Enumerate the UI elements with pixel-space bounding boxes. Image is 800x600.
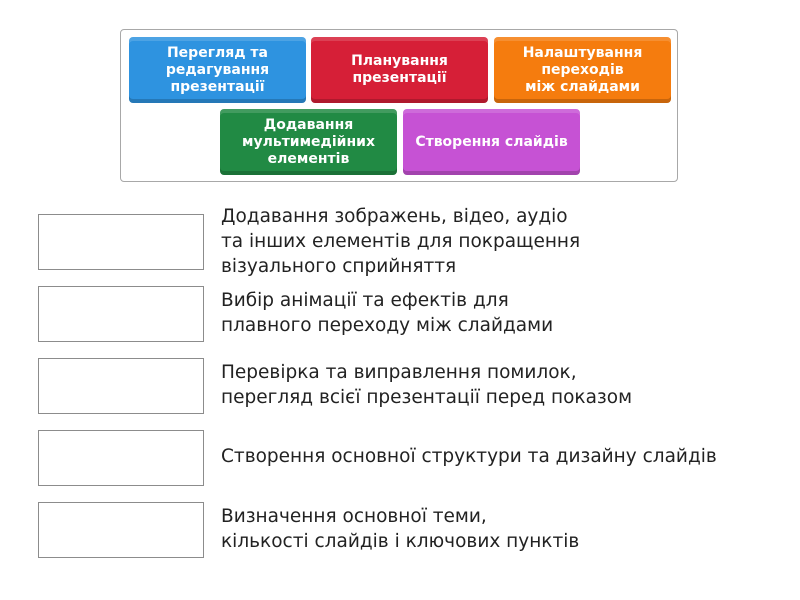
answer-bank	[120, 29, 678, 182]
drop-zone-1[interactable]	[38, 214, 204, 270]
tile-transitions[interactable]: Налаштування переходів між слайдами	[494, 37, 671, 103]
tile-multimedia[interactable]: Додавання мультимедійних елементів	[220, 109, 397, 175]
description-3: Перевірка та виправлення помилок, перегл…	[221, 362, 633, 408]
tile-review-edit[interactable]: Перегляд та редагування презентації	[129, 37, 306, 103]
description-5: Визначення основної теми, кількості слай…	[221, 506, 580, 552]
drop-zone-5[interactable]	[38, 502, 204, 558]
description-2: Вибір анімації та ефектів для плавного п…	[221, 290, 554, 336]
drop-zone-4[interactable]	[38, 430, 204, 486]
drop-zone-3[interactable]	[38, 358, 204, 414]
description-1: Додавання зображень, відео, аудіо та інш…	[221, 206, 581, 277]
description-4: Створення основної структури та дизайну …	[221, 446, 717, 467]
drop-zone-2[interactable]	[38, 286, 204, 342]
tile-create-slides[interactable]: Створення слайдів	[403, 109, 580, 175]
tile-planning[interactable]: Планування презентації	[311, 37, 488, 103]
